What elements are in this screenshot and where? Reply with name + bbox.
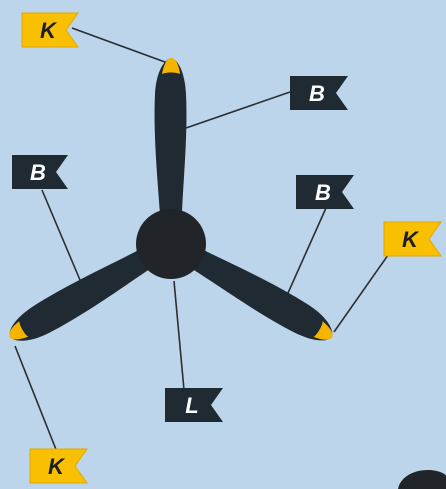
propeller <box>9 58 333 341</box>
flag-tip-right-label: K <box>402 227 420 252</box>
flag-blade-top-label: B <box>309 81 325 106</box>
flag-tip-top: K <box>21 12 79 48</box>
flag-tip-right: K <box>383 221 442 257</box>
flag-tip-top-label: K <box>40 18 58 43</box>
propeller-hub <box>136 209 206 279</box>
blade-tip-top <box>162 58 180 74</box>
leader-blade-left <box>41 189 81 281</box>
leader-blade-right <box>287 207 327 294</box>
flag-tip-left-label: K <box>48 454 66 479</box>
flag-blade-right: B <box>296 175 354 209</box>
flag-blade-left-label: B <box>30 160 46 185</box>
flag-blade-left: B <box>12 155 68 189</box>
leader-blade-top <box>185 91 291 129</box>
blade-right <box>191 249 333 341</box>
flag-tip-left: K <box>29 448 88 484</box>
flag-blade-top: B <box>290 76 348 110</box>
leader-tip-right <box>333 247 394 333</box>
flag-blade-right-label: B <box>315 180 331 205</box>
blade-top <box>154 58 187 214</box>
leader-tip-top <box>71 27 166 63</box>
flag-hub-label: L <box>185 393 198 418</box>
blade-left <box>9 249 151 341</box>
blade-tip-left <box>9 321 29 340</box>
leader-lines <box>14 27 394 453</box>
leader-tip-left <box>14 345 58 453</box>
flag-hub: L <box>165 388 223 422</box>
corner-decoration <box>398 470 446 489</box>
leader-hub <box>173 280 185 391</box>
blade-tip-right <box>313 321 333 340</box>
